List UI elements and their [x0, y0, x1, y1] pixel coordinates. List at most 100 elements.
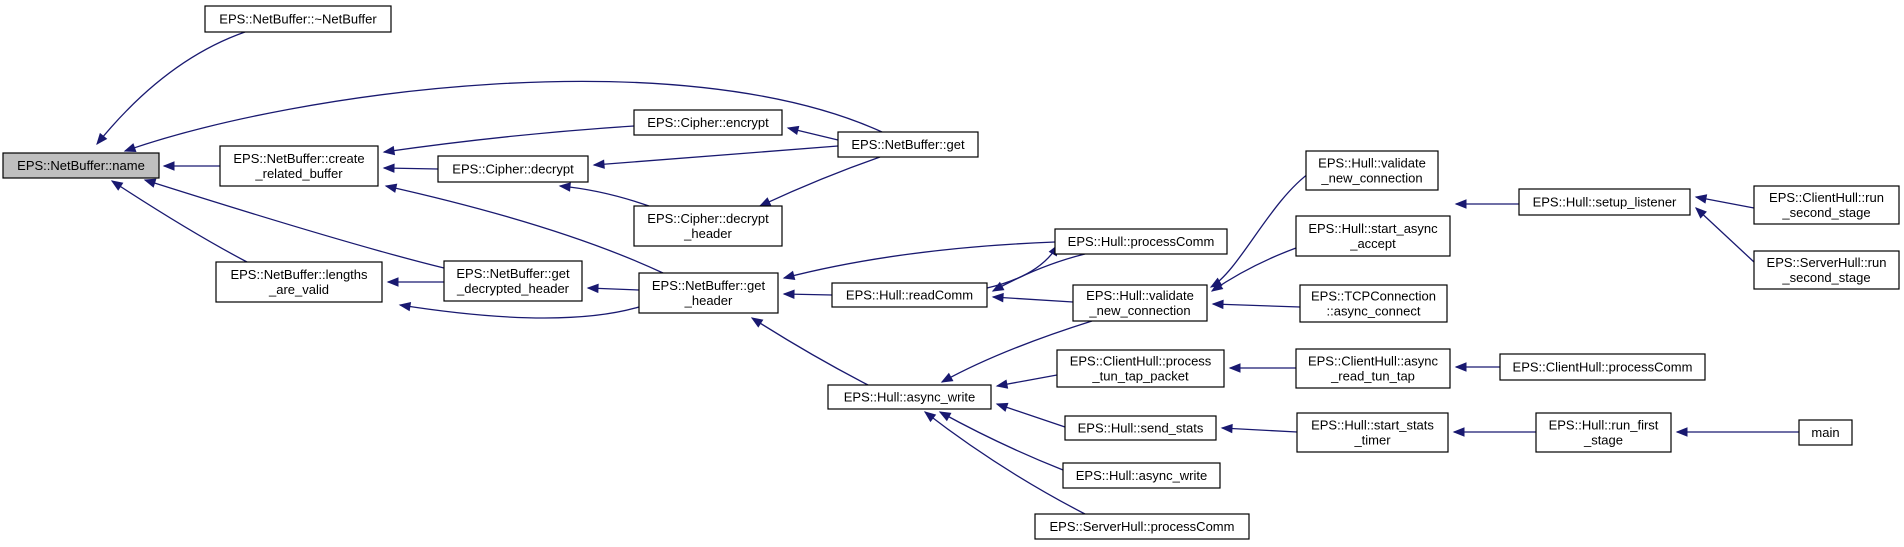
- node-label: _tun_tap_packet: [1091, 369, 1189, 384]
- node-label: ::async_connect: [1327, 304, 1421, 319]
- node-async_write[interactable]: EPS::Hull::async_write: [827, 384, 992, 410]
- node-box: [1072, 284, 1208, 322]
- node-label: EPS::Hull::validate: [1318, 156, 1426, 171]
- node-run_first[interactable]: EPS::Hull::run_first_stage: [1535, 412, 1672, 453]
- edge-ch_read_tun-to-ch_tun: [1228, 363, 1296, 373]
- node-main[interactable]: main: [1798, 419, 1853, 446]
- node-ch_read_tun[interactable]: EPS::ClientHull::async_read_tun_tap: [1295, 348, 1451, 389]
- node-readcomm[interactable]: EPS::Hull::readComm: [831, 282, 988, 308]
- node-start_timer[interactable]: EPS::Hull::start_stats_timer: [1296, 412, 1449, 453]
- edge-line: [992, 296, 1074, 303]
- edge-processcomm-to-get_hdr: [782, 241, 1056, 280]
- node-nb_get[interactable]: EPS::NetBuffer::get: [837, 131, 979, 158]
- node-create[interactable]: EPS::NetBuffer::create_related_buffer: [219, 145, 379, 187]
- edge-send_stats-to-async_write: [995, 402, 1066, 428]
- arrow-head: [1452, 427, 1465, 437]
- edge-setup_listener-to-start_accept: [1454, 199, 1519, 209]
- node-label: EPS::Hull::setup_listener: [1533, 195, 1677, 210]
- node-setup_listener[interactable]: EPS::Hull::setup_listener: [1518, 188, 1691, 216]
- node-start_accept[interactable]: EPS::Hull::start_async_accept: [1295, 215, 1451, 257]
- arrow-head: [592, 159, 605, 169]
- arrow-head: [586, 283, 599, 294]
- edge-decrypt_hdr-to-decrypt: [558, 182, 650, 207]
- node-dtor[interactable]: EPS::NetBuffer::~NetBuffer: [204, 5, 392, 33]
- arrow-head: [995, 402, 1009, 412]
- edge-run_first-to-start_timer: [1452, 427, 1536, 437]
- node-label: EPS::NetBuffer::~NetBuffer: [219, 12, 377, 27]
- node-label: _related_buffer: [254, 166, 343, 181]
- node-box: [1295, 348, 1451, 389]
- node-box: [443, 260, 583, 302]
- arrow-head: [162, 161, 175, 171]
- node-label: _second_stage: [1781, 205, 1870, 220]
- node-label: EPS::NetBuffer::get: [652, 278, 766, 293]
- node-get_hdr[interactable]: EPS::NetBuffer::get_header: [638, 272, 779, 314]
- arrow-head: [96, 132, 108, 146]
- arrow-head: [558, 182, 571, 192]
- node-label: EPS::Hull::readComm: [846, 288, 973, 303]
- edges-layer: [96, 31, 1799, 515]
- arrow-head: [991, 281, 1005, 292]
- arrow-head: [143, 178, 157, 188]
- node-sh_processcomm[interactable]: EPS::ServerHull::processComm: [1034, 513, 1250, 540]
- node-get_dec_hdr[interactable]: EPS::NetBuffer::get_decrypted_header: [443, 260, 583, 302]
- edge-get_hdr-to-get_dec_hdr: [586, 283, 640, 294]
- edge-start_accept-to-validate: [1210, 247, 1297, 292]
- edge-readcomm-to-get_hdr: [782, 289, 833, 299]
- edge-decrypt-to-create: [382, 163, 439, 173]
- arrow-head: [1695, 207, 1707, 219]
- node-tcp_connect[interactable]: EPS::TCPConnection::async_connect: [1299, 284, 1448, 323]
- arrow-head: [110, 180, 124, 191]
- arrow-head: [786, 125, 800, 136]
- node-encrypt[interactable]: EPS::Cipher::encrypt: [633, 109, 783, 136]
- node-box: [1295, 215, 1451, 257]
- node-ch_run_second[interactable]: EPS::ClientHull::run_second_stage: [1753, 185, 1900, 225]
- node-decrypt_hdr[interactable]: EPS::Cipher::decrypt_header: [633, 205, 783, 247]
- edge-line: [939, 411, 1064, 471]
- edge-get_dec_hdr-to-name: [143, 178, 445, 269]
- edge-line: [385, 185, 664, 274]
- edge-start_timer-to-send_stats: [1220, 423, 1298, 434]
- node-label: EPS::ClientHull::process: [1070, 354, 1212, 369]
- edge-async_write-to-get_hdr: [750, 317, 869, 386]
- node-label: _second_stage: [1781, 270, 1870, 285]
- node-box: [204, 5, 392, 33]
- node-decrypt[interactable]: EPS::Cipher::decrypt: [437, 155, 589, 183]
- edge-get_dec_hdr-to-lengths: [386, 277, 444, 287]
- arrow-head: [1228, 363, 1241, 373]
- node-sh_run_second[interactable]: EPS::ServerHull::run_second_stage: [1753, 250, 1900, 290]
- node-label: _new_connection: [1320, 171, 1422, 186]
- node-async_write2[interactable]: EPS::Hull::async_write: [1062, 462, 1221, 489]
- node-box: [633, 109, 783, 136]
- node-validate[interactable]: EPS::Hull::validate_new_connection: [1072, 284, 1208, 322]
- edge-ch_processcomm-to-ch_read_tun: [1454, 362, 1500, 372]
- edge-ch_run_second-to-setup_listener: [1694, 194, 1755, 209]
- node-box: [831, 282, 988, 308]
- node-label: EPS::ServerHull::processComm: [1050, 519, 1235, 534]
- arrow-head: [1210, 281, 1224, 292]
- arrow-head: [995, 379, 1009, 389]
- node-label: _decrypted_header: [456, 281, 570, 296]
- node-validate_top[interactable]: EPS::Hull::validate_new_connection: [1305, 150, 1439, 191]
- node-ch_tun[interactable]: EPS::ClientHull::process_tun_tap_packet: [1056, 349, 1225, 388]
- edge-readcomm-to-processcomm: [986, 243, 1059, 289]
- node-box: [2, 152, 160, 179]
- node-processcomm[interactable]: EPS::Hull::processComm: [1054, 228, 1228, 255]
- node-lengths[interactable]: EPS::NetBuffer::lengths_are_valid: [215, 261, 383, 303]
- edge-lengths-to-name: [110, 180, 248, 263]
- arrow-head: [750, 317, 764, 328]
- node-ch_processcomm[interactable]: EPS::ClientHull::processComm: [1499, 353, 1706, 381]
- arrow-head: [938, 411, 952, 422]
- node-label: EPS::ClientHull::processComm: [1513, 360, 1693, 375]
- node-box: [1034, 513, 1250, 540]
- nodes-layer: EPS::NetBuffer::name EPS::NetBuffer::~Net…: [2, 5, 1900, 540]
- node-label: EPS::Cipher::encrypt: [647, 115, 769, 130]
- node-name[interactable]: EPS::NetBuffer::name: [2, 152, 160, 179]
- node-label: _read_tun_tap: [1330, 369, 1415, 384]
- node-send_stats[interactable]: EPS::Hull::send_stats: [1064, 415, 1217, 441]
- edge-line: [751, 317, 869, 386]
- node-label: EPS::ClientHull::run: [1769, 190, 1884, 205]
- node-label: EPS::Hull::send_stats: [1078, 421, 1204, 436]
- edge-validate-to-async_write: [940, 320, 1093, 383]
- node-label: _are_valid: [268, 282, 329, 297]
